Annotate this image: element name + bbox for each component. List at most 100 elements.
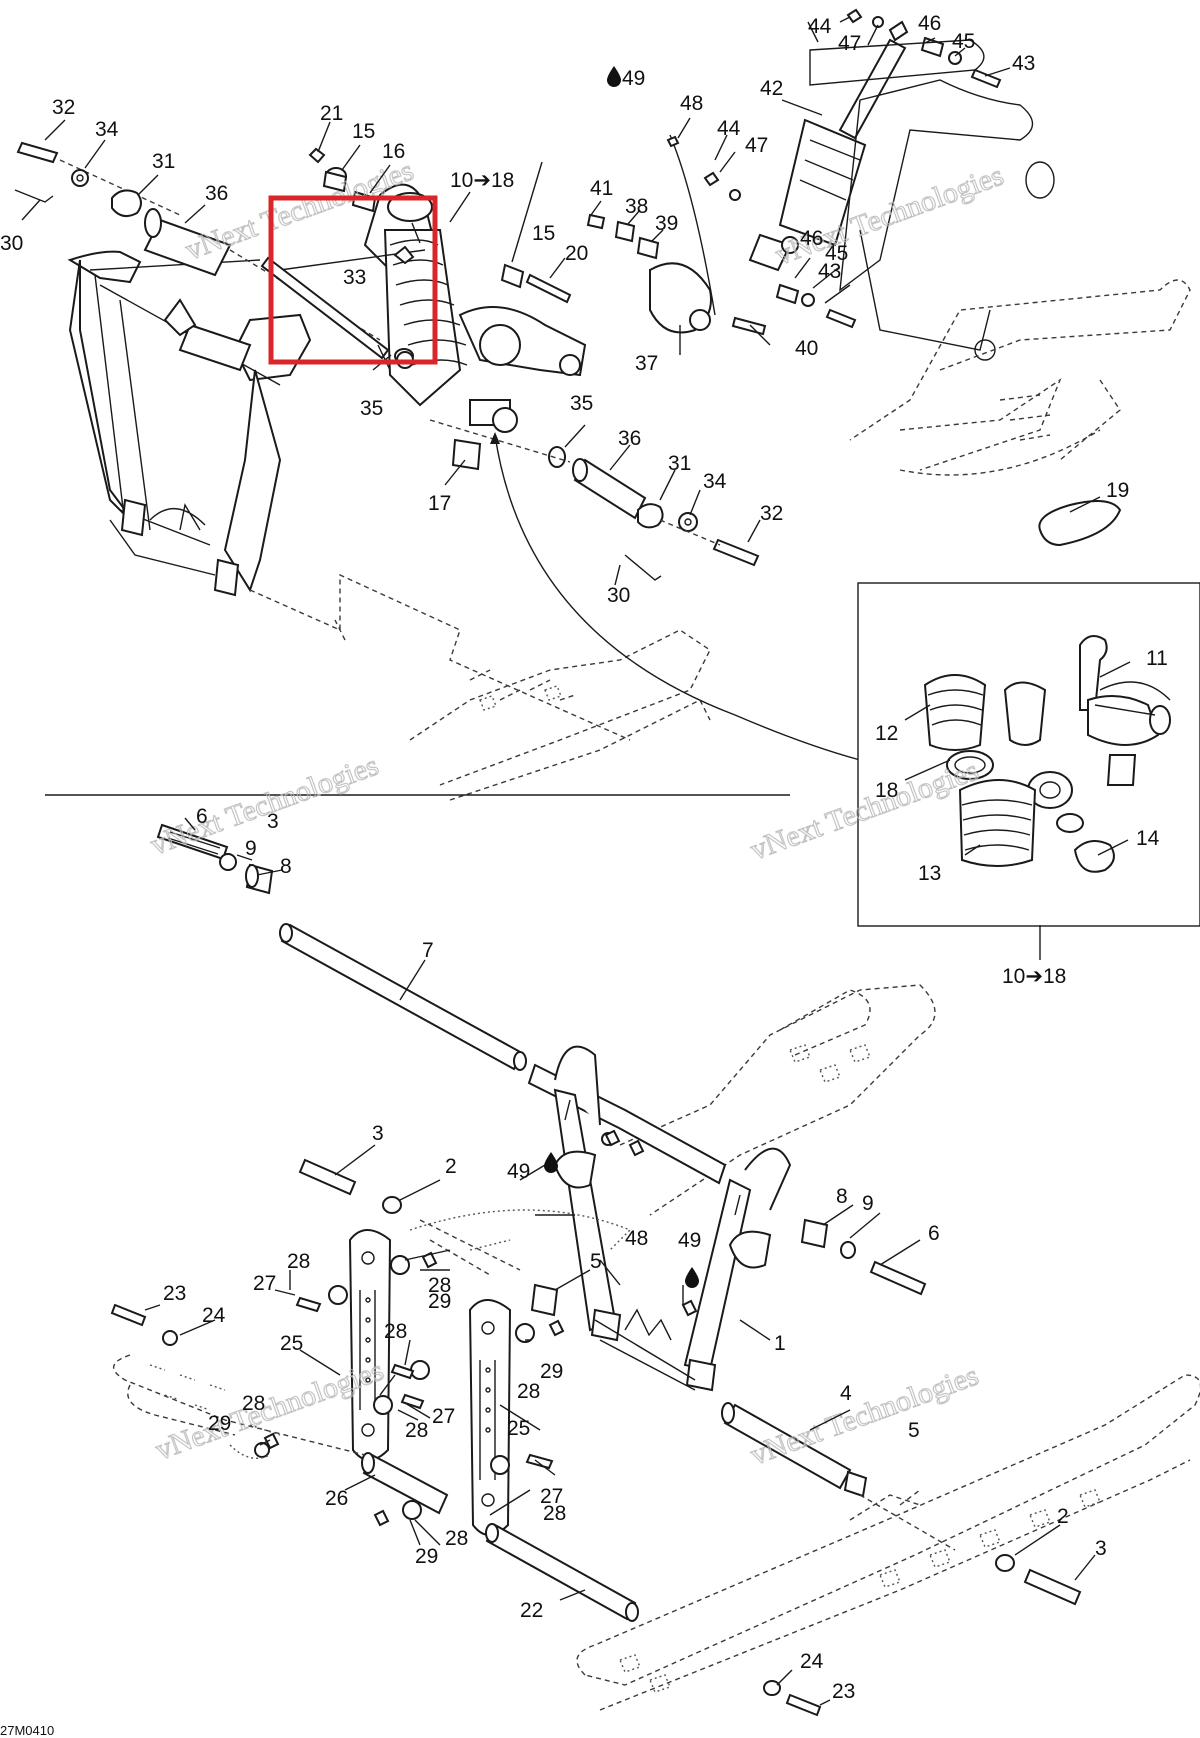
washer-28-d — [373, 1395, 393, 1415]
left-hardware — [14, 141, 142, 218]
inset-ring-18 — [946, 750, 994, 780]
callout-35-left: 35 — [360, 397, 383, 420]
bolt-43-mid — [825, 308, 857, 329]
callout-5-lower: 5 — [908, 1419, 920, 1442]
nut-29-b — [548, 1319, 565, 1337]
callout-15-right: 15 — [532, 222, 555, 245]
bolt-27-c — [525, 1453, 554, 1470]
callout-36-right: 36 — [618, 427, 641, 450]
washer-45-top — [948, 51, 962, 65]
bolt-23-left — [110, 1303, 147, 1327]
callout-34-right: 34 — [703, 470, 727, 493]
frame-dashed-upper — [249, 573, 711, 801]
callout-39: 39 — [655, 212, 678, 235]
washer-24-left — [162, 1330, 178, 1346]
clip-30-left — [14, 189, 54, 203]
washer-45-mid — [801, 293, 815, 307]
inset-shock-top — [1079, 635, 1108, 711]
callout-range-10-18-top: 10➔18 — [450, 169, 514, 192]
inset-box-shock-parts — [857, 582, 1200, 960]
rear-arm-1 — [527, 1045, 792, 1392]
callout-49-mid: 49 — [507, 1160, 530, 1183]
callout-34-left: 34 — [95, 118, 119, 141]
callout-3-upper: 3 — [372, 1122, 384, 1145]
callout-23-left: 23 — [163, 1282, 186, 1305]
strap-19 — [1038, 500, 1122, 547]
right-hardware — [396, 351, 760, 581]
callout-46-top: 46 — [918, 12, 941, 35]
washer-47-top — [872, 16, 884, 28]
fitting-48-b — [681, 1299, 698, 1317]
callout-15-top: 15 — [352, 120, 375, 143]
callout-35-right: 35 — [570, 392, 593, 415]
callout-28-a: 28 — [287, 1250, 310, 1273]
fitting-48-top — [666, 135, 680, 148]
callout-17: 17 — [428, 492, 451, 515]
shaft-22 — [485, 1523, 637, 1621]
callout-26: 26 — [325, 1487, 348, 1510]
plate-31-right — [637, 503, 664, 529]
callout-6-right: 6 — [928, 1222, 940, 1245]
nut-44-mid — [703, 171, 720, 187]
callout-29-b: 29 — [540, 1360, 563, 1383]
callout-45-top: 45 — [952, 30, 975, 53]
callout-20: 20 — [565, 242, 588, 265]
bushing-15-top — [322, 170, 348, 193]
callout-21: 21 — [320, 102, 343, 125]
callout-1: 1 — [774, 1332, 786, 1355]
callout-47-mid: 47 — [745, 134, 768, 157]
callout-8-left: 8 — [280, 855, 292, 878]
callout-43-top: 43 — [1012, 52, 1035, 75]
callout-25-right: 25 — [507, 1417, 530, 1440]
callout-43-mid: 43 — [818, 260, 841, 283]
callout-12: 12 — [875, 722, 898, 745]
callout-47-top: 47 — [838, 32, 861, 55]
callout-30-right: 30 — [607, 584, 630, 607]
inset-clip-14 — [1073, 840, 1115, 873]
leader-lines — [21, 16, 1131, 1706]
inset-sleeve — [1003, 681, 1047, 746]
callout-37: 37 — [635, 352, 658, 375]
bolt-27-b — [390, 1363, 415, 1380]
bolt-40 — [731, 316, 767, 336]
center-bracket — [586, 134, 767, 336]
clip-30-right — [624, 554, 662, 581]
link-arm-25-right — [468, 1299, 512, 1536]
callout-16: 16 — [382, 140, 405, 163]
callout-13: 13 — [918, 862, 941, 885]
callout-labels: 32 34 31 36 30 21 15 16 10➔18 15 20 33 3… — [0, 12, 1168, 1703]
bushing-5-lower — [843, 1470, 868, 1498]
washer-2-upper — [382, 1196, 402, 1214]
callout-49-top: 49 — [622, 67, 645, 90]
callout-18: 18 — [875, 779, 898, 802]
rear-shock-assembly — [703, 8, 1002, 329]
callout-41: 41 — [590, 177, 613, 200]
washer-47-mid — [729, 189, 741, 201]
washer-28-f — [490, 1455, 510, 1475]
bolt-32-left — [16, 141, 59, 164]
callout-48-top: 48 — [680, 92, 703, 115]
callout-28-e: 28 — [517, 1380, 540, 1403]
washer-28-a — [328, 1285, 348, 1305]
callout-27-c: 27 — [540, 1485, 563, 1508]
callout-29-a: 29 — [428, 1290, 451, 1313]
oil-drop-icon — [544, 1152, 558, 1173]
spacer-39 — [636, 236, 660, 260]
callout-14: 14 — [1136, 827, 1160, 850]
bushing-5-center — [530, 1283, 559, 1317]
bolt-3-lower — [1023, 1568, 1082, 1606]
fitting-48-a — [604, 1129, 621, 1147]
callout-45-mid: 45 — [825, 242, 848, 265]
washer-28-b — [390, 1255, 410, 1275]
callout-29-c: 29 — [415, 1545, 438, 1568]
bolt-20 — [525, 273, 572, 304]
callout-28-c: 28 — [384, 1320, 407, 1343]
callout-46-mid: 46 — [800, 227, 823, 250]
bolt-27-mid — [400, 1393, 425, 1410]
washer-34-right — [678, 512, 698, 532]
bushing-46-mid — [775, 283, 800, 305]
callout-6-left: 6 — [196, 805, 208, 828]
oil-drop-icon — [607, 66, 621, 87]
callout-31-right: 31 — [668, 452, 691, 475]
